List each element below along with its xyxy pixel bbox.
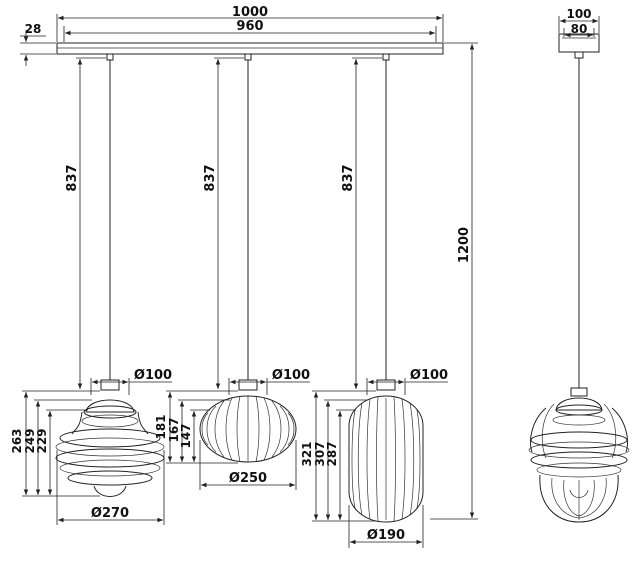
lamp-3: 837 Ø100 321 307 287 Ø190 <box>300 57 448 548</box>
label-shade-3-h1: 321 <box>300 441 314 466</box>
label-28: 28 <box>25 22 42 36</box>
label-cap-1: Ø100 <box>134 368 172 383</box>
label-shade-1-d: Ø270 <box>91 506 129 521</box>
label-shade-3-h2: 307 <box>313 441 327 466</box>
label-shade-2-d: Ø250 <box>229 471 267 486</box>
label-shade-2-h3: 147 <box>179 423 193 448</box>
label-1000: 1000 <box>232 5 268 20</box>
dim-canopy-inner: 960 <box>63 19 437 42</box>
lamp-2: 837 Ø100 181 167 147 Ø250 <box>154 57 310 490</box>
label-side-100: 100 <box>566 7 591 21</box>
label-cap-2: Ø100 <box>272 368 310 383</box>
label-cable-2: 837 <box>203 164 218 191</box>
label-shade-2-h1: 181 <box>154 414 168 439</box>
dim-total-height: 1200 <box>430 42 478 520</box>
canopy-front <box>56 42 444 61</box>
label-shade-1-h3: 229 <box>35 428 49 453</box>
dim-canopy-length: 1000 <box>56 5 444 42</box>
label-cable-3: 837 <box>341 164 356 191</box>
label-shade-1-h1: 263 <box>10 428 24 453</box>
dim-canopy-height: 28 <box>20 22 56 66</box>
lamp-1: 837 Ø100 263 249 229 Ø270 <box>10 57 172 525</box>
label-1200: 1200 <box>457 227 472 263</box>
label-shade-1-h2: 249 <box>23 428 37 453</box>
label-shade-2-h2: 167 <box>167 417 181 442</box>
label-shade-3-d: Ø190 <box>367 528 405 543</box>
label-shade-3-h3: 287 <box>325 441 339 466</box>
label-cap-3: Ø100 <box>410 368 448 383</box>
side-view: 100 80 <box>528 7 630 523</box>
label-960: 960 <box>236 19 263 34</box>
label-cable-1: 837 <box>65 164 80 191</box>
label-side-80: 80 <box>571 22 588 36</box>
